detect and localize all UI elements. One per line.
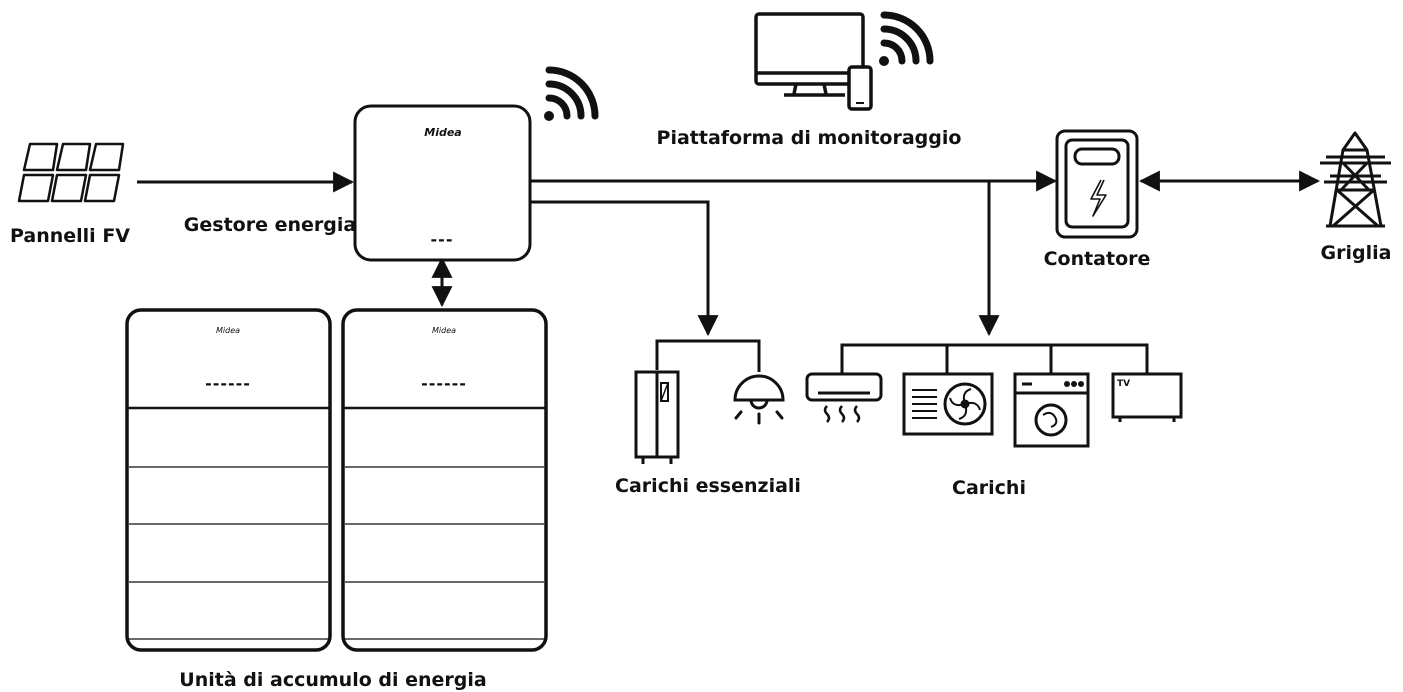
loads-bus bbox=[840, 343, 1149, 373]
heat-pump-icon bbox=[902, 372, 994, 436]
wifi-icon bbox=[544, 66, 599, 121]
battery-unit-2 bbox=[341, 308, 548, 652]
meter-icon bbox=[1055, 129, 1139, 239]
pv-panels-label: Pannelli FV bbox=[10, 225, 130, 247]
grid-label: Griglia bbox=[1321, 242, 1392, 264]
washing-machine-icon bbox=[1013, 372, 1090, 448]
essential-loads-feed bbox=[531, 200, 719, 337]
energy-manager-display: --- bbox=[431, 230, 454, 249]
solar-panel-icon bbox=[17, 142, 125, 203]
battery-2-brand: Midea bbox=[432, 326, 456, 335]
meter-label: Contatore bbox=[1044, 248, 1151, 270]
battery-2-display: ------ bbox=[421, 374, 467, 393]
loads-label: Carichi bbox=[952, 477, 1026, 499]
air-conditioner-icon bbox=[805, 372, 883, 423]
tv-text: TV bbox=[1117, 379, 1130, 389]
television-icon bbox=[1111, 372, 1183, 422]
connectors bbox=[137, 170, 1321, 373]
transmission-tower-icon bbox=[1320, 131, 1391, 228]
battery-1-display: ------ bbox=[205, 374, 251, 393]
essential-loads-bus bbox=[655, 339, 761, 372]
essential-loads-label: Carichi essenziali bbox=[615, 475, 801, 497]
energy-manager-label: Gestore energia bbox=[184, 214, 356, 236]
storage-label: Unità di accumulo di energia bbox=[179, 669, 486, 691]
monitoring-label: Piattaforma di monitoraggio bbox=[657, 127, 962, 149]
smartphone-icon bbox=[847, 65, 873, 111]
ceiling-lamp-icon bbox=[733, 374, 785, 425]
battery-unit-1 bbox=[125, 308, 332, 652]
energy-manager-brand: Midea bbox=[424, 126, 461, 139]
energy-manager-device: Midea --- bbox=[353, 104, 532, 262]
monitor-icon bbox=[754, 12, 865, 97]
refrigerator-icon bbox=[634, 370, 680, 464]
battery-1-brand: Midea bbox=[216, 326, 240, 335]
wifi-icon bbox=[879, 11, 934, 66]
